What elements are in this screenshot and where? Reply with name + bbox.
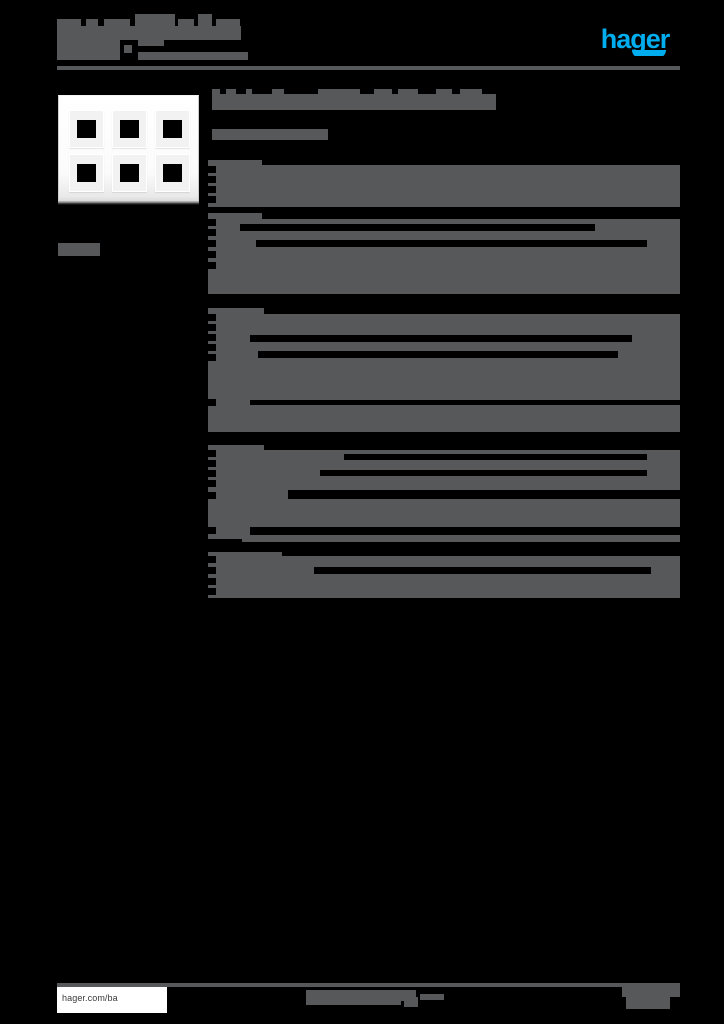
main-title-redaction	[246, 89, 252, 96]
spec-row-notch	[208, 334, 216, 341]
spec-row-notch	[208, 399, 216, 406]
spec-value-redaction	[250, 527, 680, 535]
product-photo-shadow	[58, 201, 199, 205]
spec-row-notch	[208, 324, 216, 331]
spec-section-4-bottom-gap	[208, 539, 242, 542]
spec-row-notch	[208, 470, 216, 477]
footer-center-redaction	[306, 990, 416, 1001]
spec-value-redaction	[240, 224, 595, 231]
header-title-redaction	[216, 19, 240, 27]
gang-cell	[112, 154, 147, 192]
spec-row-notch	[208, 262, 216, 269]
footer-right-redaction	[622, 987, 680, 997]
main-title-redaction	[226, 89, 236, 96]
header-subtitle-redaction	[124, 45, 132, 53]
spec-section-5-label-gap	[282, 552, 680, 556]
spec-value-redaction	[256, 240, 647, 247]
header-title-redaction	[86, 19, 98, 27]
header-title-redaction	[135, 14, 175, 27]
spec-value-redaction	[250, 335, 632, 342]
spec-row-notch	[208, 344, 216, 351]
spec-section-1-label-gap	[262, 160, 680, 165]
spec-row-notch	[208, 229, 216, 236]
page-header: hager	[0, 0, 724, 78]
product-caption-redaction	[58, 243, 100, 256]
main-subtitle	[212, 129, 328, 140]
gang-cell	[155, 154, 190, 192]
gang-cell	[155, 110, 190, 148]
spec-row-notch	[208, 450, 216, 457]
gang-cell	[69, 110, 104, 148]
spec-value-redaction	[314, 567, 651, 574]
spec-section-1	[208, 160, 680, 207]
header-title-line	[57, 26, 241, 40]
spec-section-3	[208, 308, 680, 432]
spec-value-redaction	[250, 400, 680, 405]
header-title-redaction	[104, 19, 130, 27]
main-title-redaction	[374, 89, 392, 96]
main-title-redaction	[318, 89, 360, 96]
main-title-redaction	[436, 89, 452, 96]
spec-row-notch	[208, 219, 216, 226]
footer-url[interactable]: hager.com/ba	[62, 993, 118, 1003]
spec-section-3-label-gap	[264, 308, 680, 314]
spec-row-notch	[208, 240, 216, 247]
spec-row-notch	[208, 186, 216, 193]
footer-center-redaction	[306, 1001, 401, 1005]
spec-row-notch	[208, 567, 216, 574]
header-subtitle-redaction	[138, 40, 164, 46]
spec-row-notch	[208, 492, 216, 499]
spec-value-redaction	[258, 351, 618, 358]
product-gang-grid	[69, 110, 190, 192]
spec-row-notch	[208, 588, 216, 595]
header-subtitle-redaction	[138, 52, 248, 60]
footer-center-redaction	[420, 994, 444, 1000]
header-title-redaction	[178, 19, 194, 27]
spec-section-4-label-gap	[264, 445, 680, 450]
main-title	[212, 94, 496, 110]
spec-row-notch	[208, 314, 216, 321]
footer-center-redaction	[404, 997, 418, 1007]
spec-row-notch	[208, 354, 216, 361]
product-photo-wall-plate	[58, 95, 199, 203]
spec-row-notch	[208, 196, 216, 203]
hager-logo[interactable]: hager	[600, 24, 671, 54]
spec-row-notch	[208, 251, 216, 258]
header-title-redaction	[198, 14, 212, 27]
spec-row-notch	[208, 460, 216, 467]
main-title-redaction	[212, 89, 220, 96]
header-subtitle-redaction	[57, 40, 120, 60]
spec-value-redaction	[344, 454, 647, 460]
spec-section-5	[208, 552, 680, 598]
hager-logo-mask	[616, 56, 678, 64]
spec-row-notch	[208, 166, 216, 173]
hager-logo-swoosh	[632, 50, 666, 58]
spec-row-notch	[208, 527, 216, 534]
spec-value-redaction	[320, 470, 647, 476]
spec-row-notch	[208, 480, 216, 487]
spec-row-notch	[208, 556, 216, 563]
footer-url-box[interactable]: hager.com/ba	[57, 987, 167, 1013]
spec-value-redaction	[288, 490, 680, 499]
header-divider	[57, 66, 680, 70]
footer-right-redaction	[626, 997, 670, 1009]
main-title-redaction	[398, 89, 418, 96]
gang-cell	[112, 110, 147, 148]
gang-cell	[69, 154, 104, 192]
spec-row-notch	[208, 176, 216, 183]
header-title-redaction	[57, 19, 81, 27]
spec-row-notch	[208, 578, 216, 585]
main-title-redaction	[272, 89, 284, 96]
footer-divider	[57, 983, 680, 987]
spec-section-2-label-gap	[262, 213, 680, 219]
main-title-redaction	[460, 89, 482, 96]
